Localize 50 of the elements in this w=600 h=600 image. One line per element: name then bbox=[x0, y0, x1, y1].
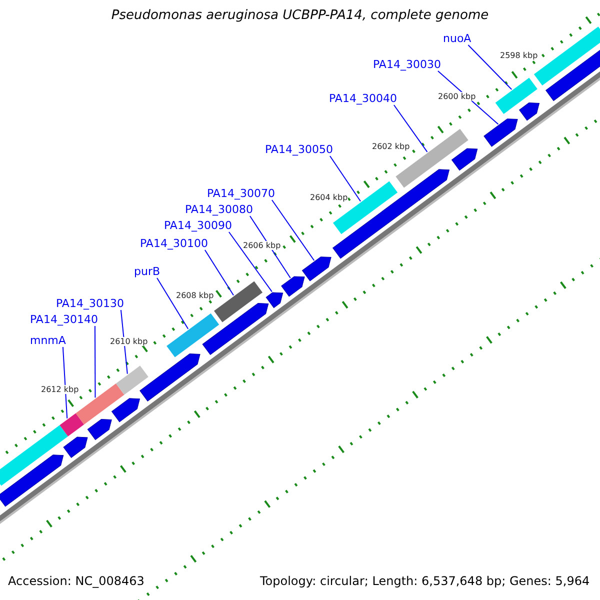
genome-summary-text: Topology: circular; Length: 6,537,648 bp; Genes: 5,964 bbox=[260, 574, 590, 588]
leader-line bbox=[393, 104, 428, 152]
gene-label: purB bbox=[134, 265, 160, 278]
leader-line bbox=[204, 250, 234, 296]
gene-block bbox=[63, 436, 88, 458]
gene-label: PA14_30100 bbox=[140, 237, 208, 250]
gene-block bbox=[87, 418, 112, 440]
gene-label: PA14_30130 bbox=[56, 297, 124, 310]
gene-block bbox=[332, 169, 450, 259]
leader-line bbox=[228, 232, 272, 292]
scale-label: 2600 kbp bbox=[438, 92, 476, 101]
gene-label: nuoA bbox=[443, 32, 472, 45]
gene-block bbox=[484, 118, 518, 147]
gene-block bbox=[140, 354, 200, 402]
leader-line bbox=[271, 200, 315, 261]
leader-line bbox=[437, 70, 499, 125]
gene-block bbox=[0, 425, 68, 486]
gene-block bbox=[0, 454, 64, 507]
gene-label: PA14_30050 bbox=[265, 143, 333, 156]
gene-label: PA14_30070 bbox=[207, 187, 275, 200]
leader-line bbox=[156, 278, 189, 330]
gene-label: PA14_30140 bbox=[30, 313, 98, 326]
gene-block bbox=[214, 281, 263, 322]
gene-label: PA14_30080 bbox=[185, 203, 253, 216]
leader-line bbox=[120, 310, 128, 374]
gene-block bbox=[519, 102, 540, 121]
leader-line bbox=[468, 44, 512, 90]
leader-line bbox=[329, 156, 362, 202]
accession-text: Accession: NC_008463 bbox=[8, 574, 144, 588]
scale-label: 2602 kbp bbox=[372, 142, 410, 151]
scale-label: 2604 kbp bbox=[310, 193, 348, 202]
leader-line bbox=[62, 346, 68, 419]
gene-block bbox=[281, 276, 305, 297]
gene-block bbox=[302, 256, 332, 282]
gene-label: mnmA bbox=[30, 334, 66, 347]
gene-block bbox=[452, 148, 478, 171]
gene-block bbox=[112, 398, 140, 422]
leader-line bbox=[249, 216, 291, 279]
gene-label: PA14_30090 bbox=[164, 219, 232, 232]
leader-line bbox=[94, 326, 96, 398]
gene-block bbox=[266, 292, 284, 308]
scale-label: 2598 kbp bbox=[500, 51, 538, 60]
gene-block bbox=[202, 302, 269, 355]
title: Pseudomonas aeruginosa UCBPP-PA14, complete genome bbox=[110, 8, 490, 23]
scale-label: 2610 kbp bbox=[110, 337, 148, 346]
scale-label: 2606 kbp bbox=[243, 241, 281, 250]
scale-label: 2608 kbp bbox=[176, 291, 214, 300]
scale-label: 2612 kbp bbox=[41, 385, 79, 394]
gene-label: PA14_30030 bbox=[373, 58, 441, 71]
gene-label: PA14_30040 bbox=[329, 92, 397, 105]
